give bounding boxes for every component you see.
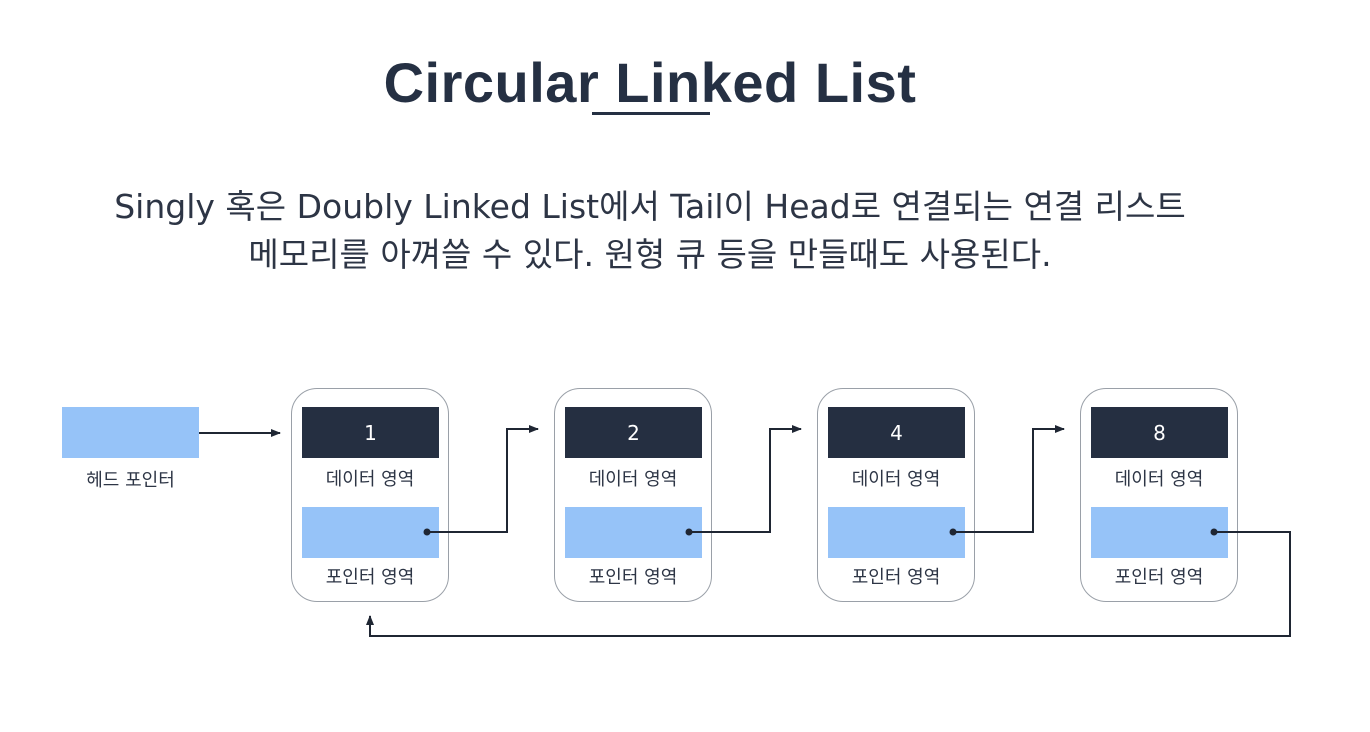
title-underline (592, 112, 710, 115)
page-title: Circular Linked List (383, 51, 917, 114)
head-pointer-label: 헤드 포인터 (86, 470, 175, 491)
node-data-label: 데이터 영역 (851, 469, 941, 490)
description-line-1: Singly 혹은 Doubly Linked List에서 Tail이 Hea… (114, 187, 1186, 226)
node-pointer-box (828, 507, 965, 558)
node-pointer-box (302, 507, 439, 558)
list-node-1: 1 데이터 영역 포인터 영역 (291, 388, 449, 602)
node-data-box: 2 (565, 407, 702, 458)
node-pointer-box (1091, 507, 1228, 558)
list-node-4: 8 데이터 영역 포인터 영역 (1080, 388, 1238, 602)
node-pointer-label: 포인터 영역 (588, 567, 678, 588)
head-pointer-box (62, 407, 199, 458)
description-line-2: 메모리를 아껴쓸 수 있다. 원형 큐 등을 만들때도 사용된다. (248, 235, 1052, 274)
node-data-label: 데이터 영역 (325, 469, 415, 490)
node-data-box: 1 (302, 407, 439, 458)
node-data-box: 4 (828, 407, 965, 458)
list-node-2: 2 데이터 영역 포인터 영역 (554, 388, 712, 602)
node-pointer-label: 포인터 영역 (851, 567, 941, 588)
list-node-3: 4 데이터 영역 포인터 영역 (817, 388, 975, 602)
node-data-label: 데이터 영역 (588, 469, 678, 490)
node-data-label: 데이터 영역 (1114, 469, 1204, 490)
node-data-box: 8 (1091, 407, 1228, 458)
node-pointer-label: 포인터 영역 (325, 567, 415, 588)
node-pointer-label: 포인터 영역 (1114, 567, 1204, 588)
node-pointer-box (565, 507, 702, 558)
